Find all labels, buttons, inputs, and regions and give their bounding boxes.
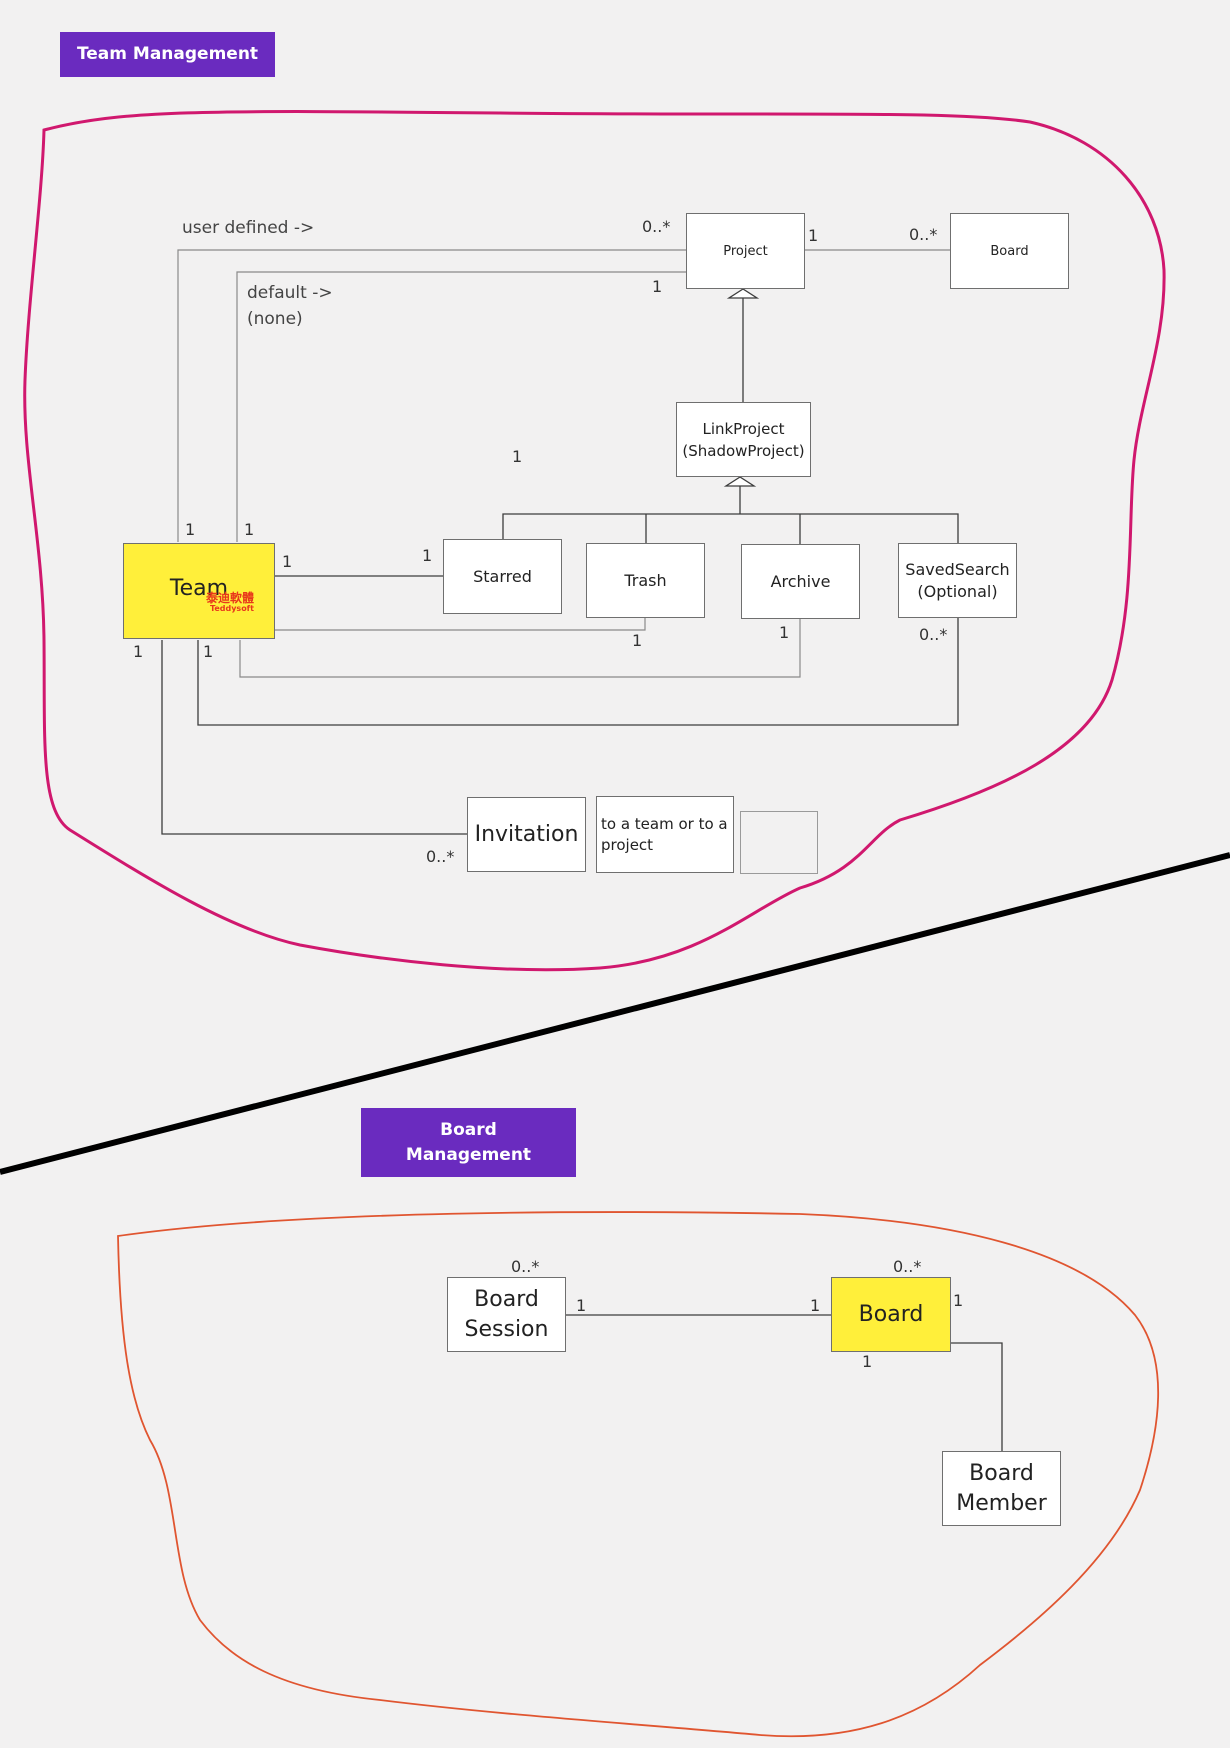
team-archive-connector	[239, 619, 801, 678]
empty-box[interactable]	[740, 811, 818, 874]
default-connector	[236, 271, 686, 542]
team-invitation-connector	[161, 640, 467, 835]
board-section-outline	[117, 1211, 1160, 1738]
mult-team-user-defined: 1	[185, 520, 196, 539]
mult-board-left: 1	[810, 1296, 821, 1315]
invitation-class[interactable]: Invitation	[467, 797, 586, 872]
mult-board-right: 1	[953, 1291, 964, 1310]
board-member-connector	[951, 1342, 1003, 1451]
mult-team-default: 1	[244, 520, 255, 539]
mult-archive: 1	[779, 623, 790, 642]
user-defined-label: user defined ->	[182, 218, 315, 238]
team-trash-connector	[275, 618, 646, 631]
mult-project-default: 1	[652, 277, 663, 296]
default-label: default -> (none)	[247, 283, 333, 329]
mult-invitation: 0..*	[426, 847, 455, 866]
board-class-main-label: Board	[858, 1302, 924, 1327]
trash-class[interactable]: Trash	[586, 543, 705, 618]
mult-session-top: 0..*	[511, 1257, 540, 1276]
saved-search-class[interactable]: SavedSearch (Optional)	[898, 543, 1017, 618]
link-project-class-label: LinkProject (ShadowProject)	[682, 419, 805, 460]
mult-board-top: 0..*	[893, 1257, 922, 1276]
project-class[interactable]: Project	[686, 213, 805, 289]
team-class[interactable]: Team	[123, 543, 275, 639]
watermark-latin: Teddysoft	[209, 604, 254, 613]
archive-class[interactable]: Archive	[741, 544, 860, 619]
team-management-header: Team Management	[60, 32, 275, 77]
mult-floating: 1	[512, 447, 523, 466]
mult-trash: 1	[632, 631, 643, 650]
section-divider	[0, 852, 1230, 1175]
invitation-note[interactable]: to a team or to a project	[596, 796, 734, 873]
board-class[interactable]: Board	[950, 213, 1069, 289]
trash-class-label: Trash	[624, 571, 667, 590]
mult-team-starred: 1	[282, 552, 293, 571]
mult-saved-search: 0..*	[919, 625, 948, 644]
mult-project-user-defined: 0..*	[642, 217, 671, 236]
board-class-main[interactable]: Board	[831, 1277, 951, 1352]
project-class-label: Project	[723, 243, 768, 259]
mult-project-board-left: 1	[808, 226, 819, 245]
team-class-label: Team	[169, 576, 229, 601]
mult-board-bottom: 1	[862, 1352, 873, 1371]
board-class-label: Board	[990, 243, 1029, 259]
archive-class-label: Archive	[770, 572, 831, 591]
team-saved-search-connector	[197, 618, 959, 726]
invitation-note-text: to a team or to a project	[601, 814, 728, 854]
board-member-class[interactable]: Board Member	[942, 1451, 1061, 1526]
inheritance-tree	[502, 513, 959, 543]
mult-project-board-right: 0..*	[909, 225, 938, 244]
invitation-class-label: Invitation	[474, 822, 579, 847]
starred-class-label: Starred	[473, 567, 532, 586]
link-project-class[interactable]: LinkProject (ShadowProject)	[676, 402, 811, 477]
saved-search-class-label: SavedSearch (Optional)	[905, 559, 1010, 601]
inheritance-arrow-project	[726, 288, 760, 299]
mult-starred-team: 1	[422, 546, 433, 565]
board-session-class[interactable]: Board Session	[447, 1277, 566, 1352]
teddysoft-watermark: 泰迪軟體 Teddysoft	[196, 592, 254, 613]
board-management-header: Board Management	[361, 1108, 576, 1177]
mult-session-right: 1	[576, 1296, 587, 1315]
starred-class[interactable]: Starred	[443, 539, 562, 614]
board-member-class-label: Board Member	[956, 1460, 1047, 1516]
mult-team-bottom-left: 1	[133, 642, 144, 661]
user-defined-connector	[177, 249, 686, 542]
team-section-outline	[23, 110, 1166, 972]
watermark-chinese: 泰迪軟體	[205, 591, 254, 605]
mult-team-bottom-right: 1	[203, 642, 214, 661]
inheritance-arrow-link-project	[723, 476, 757, 487]
board-session-class-label: Board Session	[464, 1286, 549, 1342]
